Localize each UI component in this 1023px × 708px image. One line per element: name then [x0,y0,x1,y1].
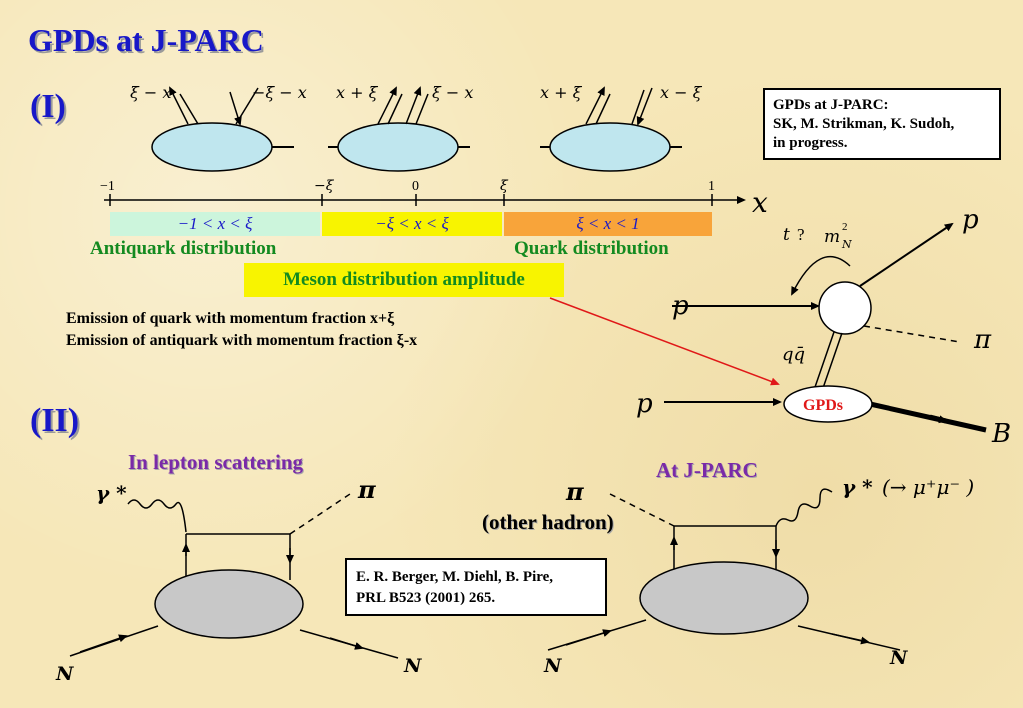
label-p-bottom: p [636,389,653,419]
range-meson: −ξ < x < ξ [322,212,502,236]
diagram-quark-region [540,86,682,172]
label-p-in: p [672,291,689,321]
label-d1-left: ξ − x [130,83,171,102]
tick-one: 1 [708,179,715,194]
jparc-diagram [547,488,901,651]
label-jparc-gamma: γ * [842,475,873,499]
label-d2-right: ξ − x [432,83,473,102]
reference-line: SK, M. Strikman, K. Sudoh, [773,116,955,132]
label-t: t [783,225,790,245]
other-hadron-label: (other hadron) [482,510,614,534]
label-m-sup: 2 [842,221,848,233]
reference-line: PRL B523 (2001) 265. [356,590,496,606]
reference-line: GPDs at J-PARC: [773,97,889,113]
label-lepton-n-left: N [55,663,74,685]
gpd-process-diagram [549,222,987,433]
label-d3-right: x − ξ [660,83,703,102]
page-title: GPDs at J-PARC [28,22,264,58]
label-m: m [824,227,840,247]
label-p-out: p [962,205,979,235]
label-b-meson: B [991,419,1011,449]
label-jparc-n-right: N [889,647,908,669]
lepton-scattering-diagram [69,493,399,659]
label-d3-left: x + ξ [540,83,583,102]
tick-xi: ξ [500,178,509,194]
quark-distribution-label: Quark distribution [514,238,669,259]
antiquark-distribution-label: Antiquark distribution [90,238,277,259]
reference-box-berger: E. R. Berger, M. Diehl, B. Pire, PRL B52… [345,558,607,616]
label-d2-left: x + ξ [336,83,379,102]
diagram-meson-region [328,86,470,172]
lepton-scattering-heading: In lepton scattering [128,450,303,474]
section-two-label: (II) [30,402,80,439]
tick-minus-xi: −ξ [314,178,335,194]
range-quark: ξ < x < 1 [504,212,712,236]
label-jparc-pi: π [565,477,584,506]
label-m-sub: N [841,238,852,251]
label-lepton-pi: π [357,475,376,504]
emission-antiquark-text: Emission of antiquark with momentum frac… [66,332,418,349]
label-d1-right: −ξ − x [252,83,307,102]
label-lepton-n-right: N [403,655,422,677]
label-qq: qq̄ [782,344,805,365]
reference-line: in progress. [773,135,848,151]
jparc-heading: At J-PARC [656,458,758,482]
reference-box-jparc: GPDs at J-PARC: SK, M. Strikman, K. Sudo… [763,88,1001,160]
emission-quark-text: Emission of quark with momentum fraction… [66,310,395,327]
label-question: ? [797,225,805,244]
section-one-label: (I) [30,88,66,125]
label-pi-out: π [973,325,992,355]
label-lepton-gamma: γ * [96,481,127,505]
label-jparc-mumu: (→ μ⁺μ⁻ ) [882,475,974,499]
meson-distribution-label: Meson distribution amplitude [244,263,564,297]
label-gpds: GPDs [803,397,843,414]
tick-minus-one: −1 [100,179,115,194]
tick-zero: 0 [412,179,419,194]
x-axis: −1 −ξ 0 ξ 1 x [100,178,768,219]
axis-variable-x: x [752,186,768,219]
diagram-antiquark-region [151,86,294,172]
label-jparc-n-left: N [543,655,562,677]
reference-line: E. R. Berger, M. Diehl, B. Pire, [356,569,554,585]
range-antiquark: −1 < x < ξ [110,212,320,236]
